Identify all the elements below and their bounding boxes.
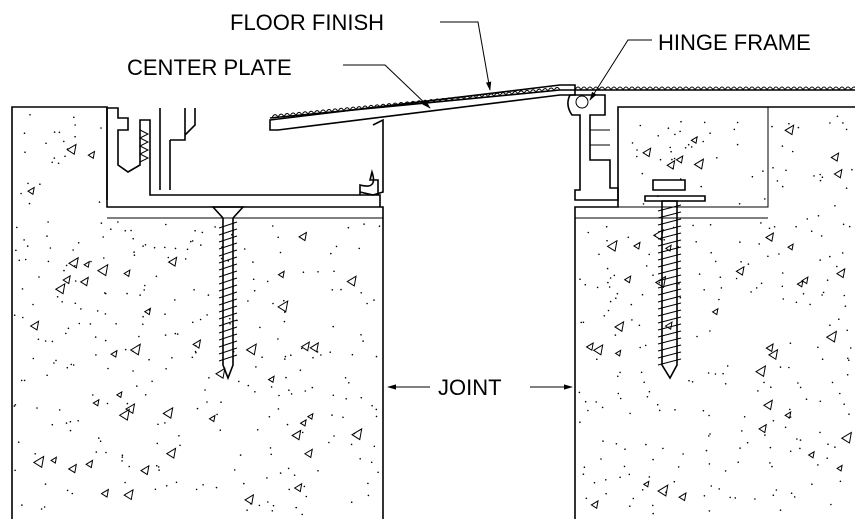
concrete-texture	[13, 114, 853, 516]
floor-finish-ribs	[271, 86, 855, 119]
left-concrete-slab	[11, 106, 384, 519]
floor-finish-label: FLOOR FINISH	[230, 10, 384, 35]
hinge-frame-extrusion	[567, 94, 619, 201]
screw-threads	[218, 204, 682, 366]
joint-label: JOINT	[438, 375, 502, 400]
center-plate-outline	[269, 84, 576, 131]
leader-lines	[343, 21, 652, 390]
left-anchor-screw	[211, 206, 245, 381]
hinge-frame-label: HINGE FRAME	[658, 30, 811, 55]
right-nosing-block	[618, 106, 769, 208]
right-anchor-bolt	[644, 179, 706, 380]
floor-finish	[269, 89, 855, 119]
center-plate-label: CENTER PLATE	[127, 55, 292, 80]
center-plate-support	[359, 118, 384, 196]
left-frame-extrusion	[106, 107, 381, 207]
